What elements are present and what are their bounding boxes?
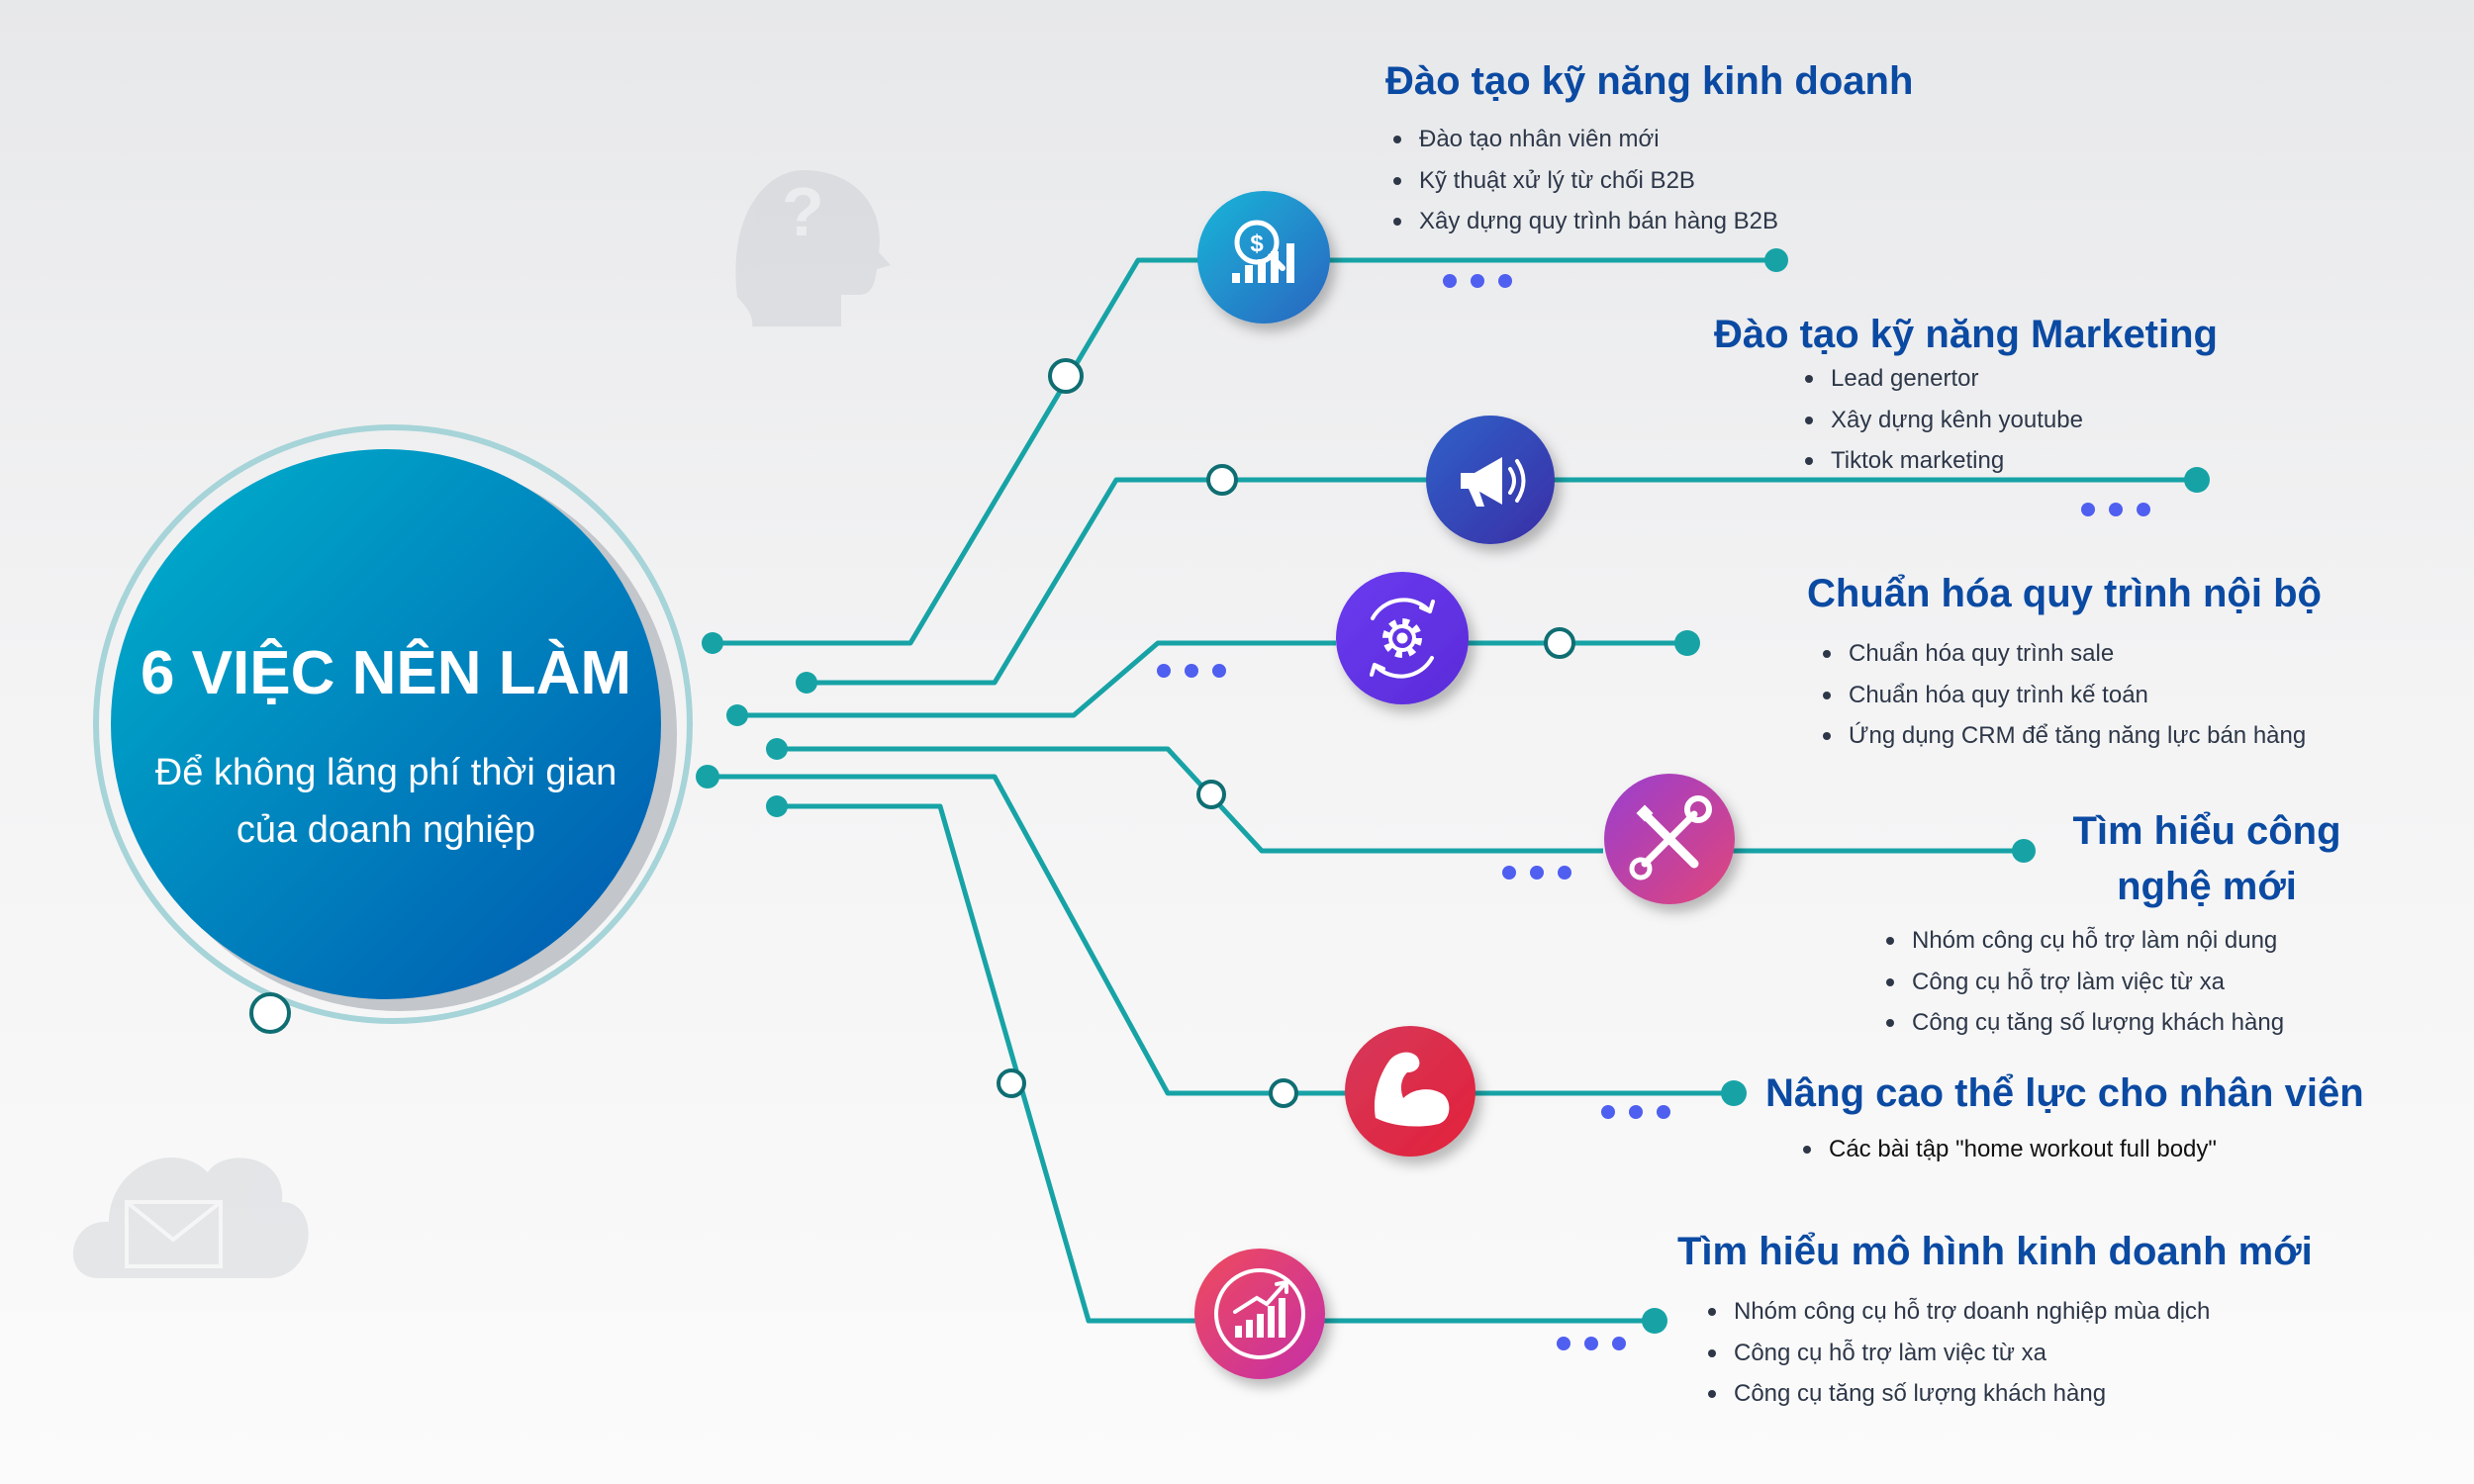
connector-line bbox=[777, 746, 1603, 854]
topic-bullets-marketing: Lead genertor Xây dựng kênh youtube Tikt… bbox=[1803, 358, 2083, 482]
junction-ring bbox=[1269, 1078, 1298, 1108]
endpoint-dot bbox=[2012, 839, 2036, 863]
endpoint-dots bbox=[696, 248, 2210, 1334]
ellipsis-icon bbox=[1502, 866, 1571, 880]
list-item: Công cụ tăng số lượng khách hàng bbox=[1884, 1002, 2284, 1044]
topic-bullets-business-model: Nhóm công cụ hỗ trợ doanh nghiệp mùa dịc… bbox=[1706, 1291, 2210, 1415]
list-item: Nhóm công cụ hỗ trợ làm nội dung bbox=[1884, 920, 2284, 962]
endpoint-dot bbox=[1721, 1080, 1747, 1106]
head-question-icon: ? bbox=[735, 170, 891, 326]
topic-heading-marketing: Đào tạo kỹ năng Marketing bbox=[1714, 313, 2218, 356]
endpoint-dot bbox=[1764, 248, 1788, 272]
list-item: Xây dựng kênh youtube bbox=[1803, 400, 2083, 441]
endpoint-dot bbox=[1642, 1308, 1667, 1334]
topic-icon-sales bbox=[1197, 191, 1330, 324]
junction-ring bbox=[1196, 780, 1226, 809]
connector-line bbox=[713, 257, 1247, 646]
list-item: Các bài tập "home workout full body" bbox=[1801, 1129, 2217, 1170]
growth-chart-icon bbox=[1214, 1268, 1305, 1359]
junction-ring bbox=[1206, 464, 1238, 496]
topic-bullets-fitness: Các bài tập "home workout full body" bbox=[1801, 1129, 2217, 1170]
svg-text:?: ? bbox=[782, 173, 824, 250]
connector-lines-right bbox=[1316, 257, 2197, 1324]
topic-bullets-process: Chuẩn hóa quy trình sale Chuẩn hóa quy t… bbox=[1821, 633, 2306, 757]
topic-heading-process: Chuẩn hóa quy trình nội bộ bbox=[1807, 572, 2322, 615]
center-hub bbox=[93, 424, 693, 1034]
list-item: Chuẩn hóa quy trình sale bbox=[1821, 633, 2306, 675]
list-item: Công cụ hỗ trợ làm việc từ xa bbox=[1706, 1333, 2210, 1374]
list-item: Ứng dụng CRM để tăng năng lực bán hàng bbox=[1821, 715, 2306, 757]
ellipsis-icon bbox=[1443, 274, 1512, 288]
topic-heading-sales: Đào tạo kỹ năng kinh doanh bbox=[1385, 59, 1914, 103]
gear-cycle-icon bbox=[1370, 598, 1435, 679]
topic-bullets-technology: Nhóm công cụ hỗ trợ làm nội dung Công cụ… bbox=[1884, 920, 2284, 1044]
ellipsis-icon bbox=[2081, 503, 2150, 516]
junction-ring bbox=[1048, 358, 1084, 394]
list-item: Chuẩn hóa quy trình kế toán bbox=[1821, 675, 2306, 716]
topic-heading-technology: Tìm hiểu công nghệ mới bbox=[2072, 809, 2341, 908]
endpoint-dot bbox=[2184, 467, 2210, 493]
topic-icon-fitness bbox=[1345, 1026, 1475, 1157]
center-title: 6 VIỆC NÊN LÀM bbox=[140, 639, 632, 707]
endpoint-dot bbox=[1674, 630, 1700, 656]
center-subtitle: Để không lãng phí thời gian của doanh ng… bbox=[154, 752, 618, 851]
list-item: Công cụ hỗ trợ làm việc từ xa bbox=[1884, 962, 2284, 1003]
list-item: Nhóm công cụ hỗ trợ doanh nghiệp mùa dịc… bbox=[1706, 1291, 2210, 1333]
connector-lines bbox=[708, 257, 1603, 1324]
svg-text:$: $ bbox=[1250, 231, 1264, 257]
ellipsis-markers bbox=[1157, 274, 2150, 1350]
megaphone-icon bbox=[1461, 457, 1526, 507]
endpoint-dot bbox=[766, 795, 788, 817]
list-item: Xây dựng quy trình bán hàng B2B bbox=[1391, 201, 1778, 242]
ellipsis-icon bbox=[1557, 1337, 1626, 1350]
tools-icon bbox=[1629, 795, 1712, 881]
topic-heading-business-model: Tìm hiểu mô hình kinh doanh mới bbox=[1677, 1230, 2313, 1273]
ellipsis-icon bbox=[1601, 1105, 1670, 1119]
center-hub-ring-dot bbox=[249, 992, 291, 1034]
list-item: Đào tạo nhân viên mới bbox=[1391, 119, 1778, 160]
junction-ring bbox=[1544, 627, 1575, 659]
endpoint-dot bbox=[796, 672, 817, 694]
list-item: Tiktok marketing bbox=[1803, 440, 2083, 482]
endpoint-dot bbox=[696, 765, 719, 788]
cloud-mail-icon bbox=[72, 1157, 309, 1278]
endpoint-dot bbox=[726, 704, 748, 726]
connector-line bbox=[807, 477, 1433, 686]
junction-ring bbox=[997, 1068, 1026, 1098]
endpoint-dot bbox=[702, 632, 723, 654]
list-item: Lead genertor bbox=[1803, 358, 2083, 400]
list-item: Kỹ thuật xử lý từ chối B2B bbox=[1391, 160, 1778, 202]
list-item: Công cụ tăng số lượng khách hàng bbox=[1706, 1373, 2210, 1415]
flexed-arm-icon bbox=[1374, 1052, 1450, 1127]
connector-line bbox=[708, 774, 1346, 1096]
endpoint-dot bbox=[766, 738, 788, 760]
ellipsis-icon bbox=[1157, 664, 1226, 678]
topic-heading-fitness: Nâng cao thể lực cho nhân viên bbox=[1765, 1071, 2364, 1115]
junction-rings bbox=[997, 358, 1575, 1108]
connector-line bbox=[737, 640, 1336, 718]
topic-bullets-sales: Đào tạo nhân viên mới Kỹ thuật xử lý từ … bbox=[1391, 119, 1778, 242]
dollar-search-chart-icon: $ bbox=[1232, 220, 1294, 283]
connector-line bbox=[777, 803, 1197, 1324]
